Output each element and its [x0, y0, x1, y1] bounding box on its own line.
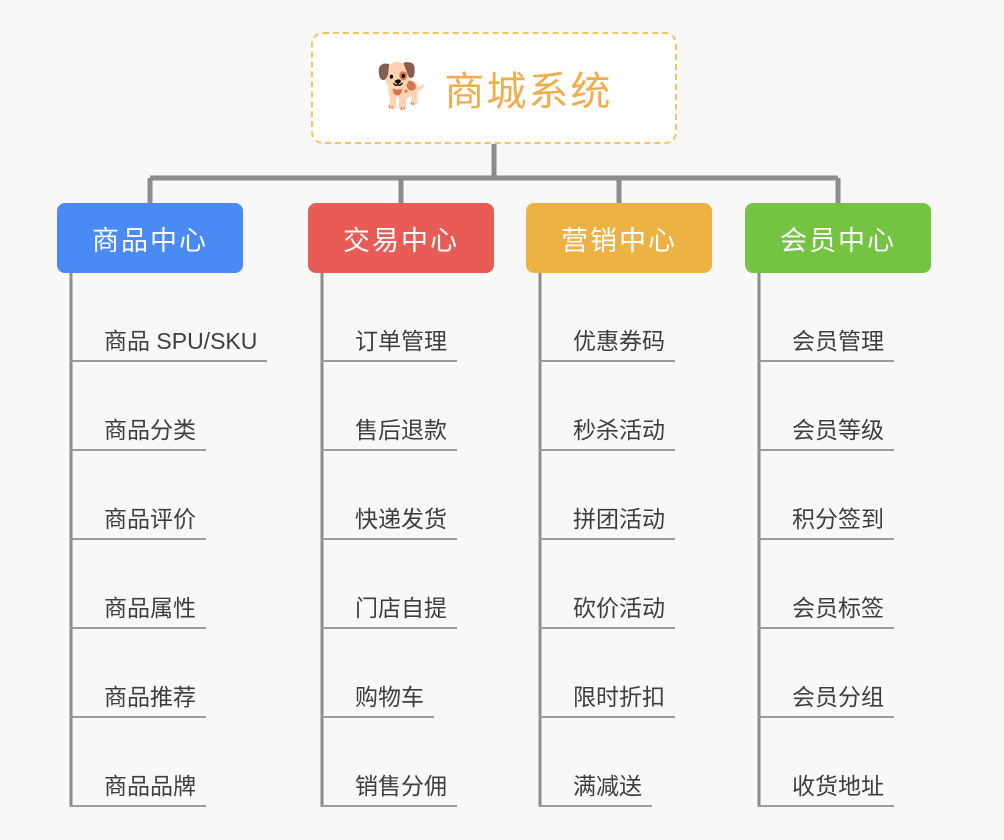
- leaf-label: 销售分佣: [321, 773, 457, 807]
- shiba-dog-face-icon: 🐕: [375, 62, 431, 111]
- leaf-label: 门店自提: [321, 595, 457, 629]
- category-label: 商品中心: [92, 225, 208, 256]
- leaf-label: 积分签到: [758, 506, 894, 540]
- leaf-list-product-center: 商品 SPU/SKU 商品分类商品评价商品属性商品推荐商品品牌: [70, 273, 268, 807]
- leaf-list-marketing-center: 优惠券码秒杀活动拼团活动砍价活动限时折扣满减送: [539, 273, 712, 807]
- leaf-label: 满减送: [539, 773, 652, 807]
- category-label: 营销中心: [561, 225, 677, 256]
- category-label: 会员中心: [780, 225, 896, 256]
- leaf-list-trade-center: 订单管理售后退款快递发货门店自提购物车销售分佣: [321, 273, 494, 807]
- leaf-label: 会员标签: [758, 595, 894, 629]
- leaf-label: 订单管理: [321, 328, 457, 362]
- category-node-member-center[interactable]: 会员中心: [745, 203, 931, 273]
- leaf-item[interactable]: 快递发货: [321, 451, 494, 540]
- leaf-list-member-center: 会员管理会员等级积分签到会员标签会员分组收货地址: [758, 273, 931, 807]
- leaf-label: 收货地址: [758, 773, 894, 807]
- leaf-item[interactable]: 商品品牌: [70, 718, 243, 807]
- leaf-item[interactable]: 商品推荐: [70, 629, 243, 718]
- leaf-item[interactable]: 会员等级: [758, 362, 931, 451]
- leaf-item[interactable]: 商品属性: [70, 540, 243, 629]
- leaf-label: 商品评价: [70, 506, 206, 540]
- leaf-item[interactable]: 商品分类: [70, 362, 243, 451]
- leaf-label: 售后退款: [321, 417, 457, 451]
- leaf-item[interactable]: 拼团活动: [539, 451, 712, 540]
- leaf-item[interactable]: 售后退款: [321, 362, 494, 451]
- leaf-item[interactable]: 满减送: [539, 718, 712, 807]
- category-node-marketing-center[interactable]: 营销中心: [526, 203, 712, 273]
- category-node-trade-center[interactable]: 交易中心: [308, 203, 494, 273]
- leaf-item[interactable]: 会员标签: [758, 540, 931, 629]
- leaf-item[interactable]: 优惠券码: [539, 273, 712, 362]
- leaf-label: 会员管理: [758, 328, 894, 362]
- leaf-item[interactable]: 门店自提: [321, 540, 494, 629]
- column-member-center: 会员中心会员管理会员等级积分签到会员标签会员分组收货地址: [745, 203, 931, 807]
- leaf-item[interactable]: 秒杀活动: [539, 362, 712, 451]
- leaf-label: 商品推荐: [70, 684, 206, 718]
- leaf-label: 购物车: [321, 684, 434, 718]
- column-product-center: 商品中心商品 SPU/SKU 商品分类商品评价商品属性商品推荐商品品牌: [57, 203, 268, 807]
- column-marketing-center: 营销中心优惠券码秒杀活动拼团活动砍价活动限时折扣满减送: [526, 203, 712, 807]
- leaf-label: 限时折扣: [539, 684, 675, 718]
- leaf-item[interactable]: 销售分佣: [321, 718, 494, 807]
- leaf-label: 商品 SPU/SKU: [70, 328, 268, 362]
- root-title: 商城系统: [444, 70, 613, 114]
- category-label: 交易中心: [343, 225, 459, 256]
- column-trade-center: 交易中心订单管理售后退款快递发货门店自提购物车销售分佣: [308, 203, 494, 807]
- leaf-label: 商品属性: [70, 595, 206, 629]
- leaf-item[interactable]: 会员管理: [758, 273, 931, 362]
- leaf-label: 优惠券码: [539, 328, 675, 362]
- leaf-label: 会员分组: [758, 684, 894, 718]
- leaf-label: 秒杀活动: [539, 417, 675, 451]
- leaf-item[interactable]: 订单管理: [321, 273, 494, 362]
- root-node[interactable]: 🐕 商城系统: [311, 32, 677, 144]
- leaf-label: 商品分类: [70, 417, 206, 451]
- leaf-label: 快递发货: [321, 506, 457, 540]
- leaf-item[interactable]: 限时折扣: [539, 629, 712, 718]
- leaf-item[interactable]: 积分签到: [758, 451, 931, 540]
- leaf-item[interactable]: 收货地址: [758, 718, 931, 807]
- category-node-product-center[interactable]: 商品中心: [57, 203, 243, 273]
- leaf-label: 商品品牌: [70, 773, 206, 807]
- leaf-label: 拼团活动: [539, 506, 675, 540]
- leaf-item[interactable]: 砍价活动: [539, 540, 712, 629]
- leaf-label: 会员等级: [758, 417, 894, 451]
- leaf-item[interactable]: 商品 SPU/SKU: [70, 273, 268, 362]
- leaf-label: 砍价活动: [539, 595, 675, 629]
- leaf-item[interactable]: 商品评价: [70, 451, 243, 540]
- leaf-item[interactable]: 购物车: [321, 629, 494, 718]
- leaf-item[interactable]: 会员分组: [758, 629, 931, 718]
